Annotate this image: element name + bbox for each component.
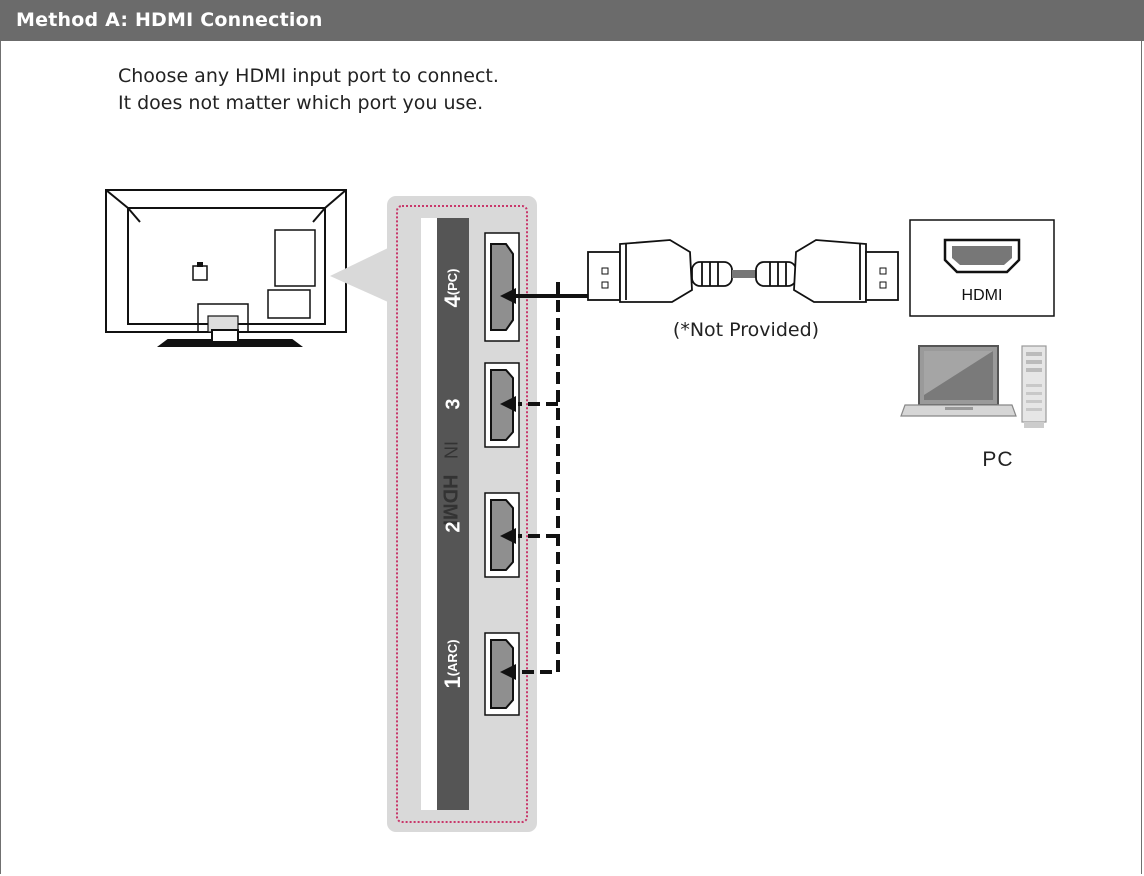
hdmi-port-4 [484,232,520,342]
hdmi-in-text: IN [440,441,460,459]
pc-hdmi-label: HDMI [962,287,1003,304]
cable-note: (*Not Provided) [673,319,819,341]
laptop-icon [900,345,1017,417]
hdmi-cable-icon [587,239,899,303]
port-1-suffix: (ARC) [445,639,460,676]
port-2-number: 2 [442,521,464,532]
desktop-tower-icon [1021,345,1047,428]
port-1-number: 1 [440,676,465,688]
pc-hdmi-port-box [909,219,1055,317]
tv-back-icon [105,189,347,347]
port-4-number: 4 [440,294,465,307]
section-header: Method A: HDMI Connection [0,0,1144,41]
section-title: Method A: HDMI Connection [16,9,323,31]
instruction-line-2: It does not matter which port you use. [118,92,484,114]
svg-text:4(PC): 4(PC) [440,269,465,308]
svg-text:1(ARC): 1(ARC) [440,639,465,688]
instruction-line-1: Choose any HDMI input port to connect. [118,65,499,87]
port-4-suffix: (PC) [445,269,460,296]
hdmi-logo-text: HDMI [439,474,461,525]
zoom-callout [330,248,388,302]
hdmi-in-label: HDMI [439,474,461,525]
port-3-number: 3 [442,398,464,409]
connection-arrows [500,282,590,680]
pc-label: PC [982,448,1013,471]
